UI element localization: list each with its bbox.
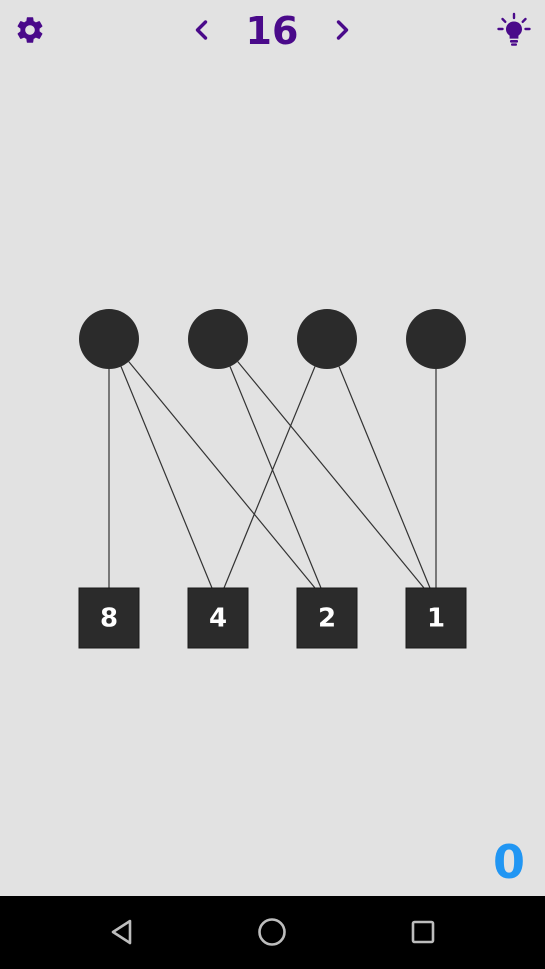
bottom-node-4: 1 <box>405 587 467 649</box>
connection-line <box>237 361 425 589</box>
recents-button[interactable] <box>401 912 445 952</box>
bottom-node-value: 8 <box>100 604 118 634</box>
connection-lines <box>108 361 437 589</box>
puzzle-board: 8 4 2 1 <box>78 309 467 649</box>
chevron-left-icon <box>195 20 208 40</box>
square-recents-icon <box>411 920 435 944</box>
circle-home-icon <box>258 918 286 946</box>
gear-icon <box>17 17 43 43</box>
hint-button[interactable] <box>494 10 534 50</box>
bottom-node-box <box>405 587 467 649</box>
connection-line <box>223 366 316 589</box>
settings-button[interactable] <box>10 10 50 50</box>
connection-line <box>120 366 213 589</box>
back-button[interactable] <box>100 912 144 952</box>
bottom-node-3: 2 <box>296 587 358 649</box>
chevron-right-icon <box>336 20 349 40</box>
home-button[interactable] <box>250 912 294 952</box>
bottom-node-value: 1 <box>427 604 445 634</box>
bottom-node-value: 4 <box>209 604 227 634</box>
connection-line <box>338 366 431 589</box>
top-node-2[interactable] <box>188 309 248 369</box>
bottom-node-1: 8 <box>78 587 140 649</box>
previous-level-button[interactable] <box>182 10 222 50</box>
next-level-button[interactable] <box>322 10 362 50</box>
score-counter: 0 <box>492 835 525 889</box>
system-navigation-bar <box>0 896 545 969</box>
top-node-4[interactable] <box>406 309 466 369</box>
bottom-node-value: 2 <box>318 604 336 634</box>
bottom-node-box <box>78 587 140 649</box>
connection-line <box>128 361 316 589</box>
level-number: 16 <box>245 9 299 53</box>
bottom-node-box <box>187 587 249 649</box>
connection-line <box>229 366 322 589</box>
lightbulb-icon <box>497 12 531 46</box>
bottom-node-row: 8 4 2 1 <box>78 587 467 649</box>
top-node-1[interactable] <box>79 309 139 369</box>
bottom-node-2: 4 <box>187 587 249 649</box>
top-node-row <box>79 309 466 369</box>
top-node-3[interactable] <box>297 309 357 369</box>
bottom-node-box <box>296 587 358 649</box>
triangle-back-icon <box>111 919 132 945</box>
